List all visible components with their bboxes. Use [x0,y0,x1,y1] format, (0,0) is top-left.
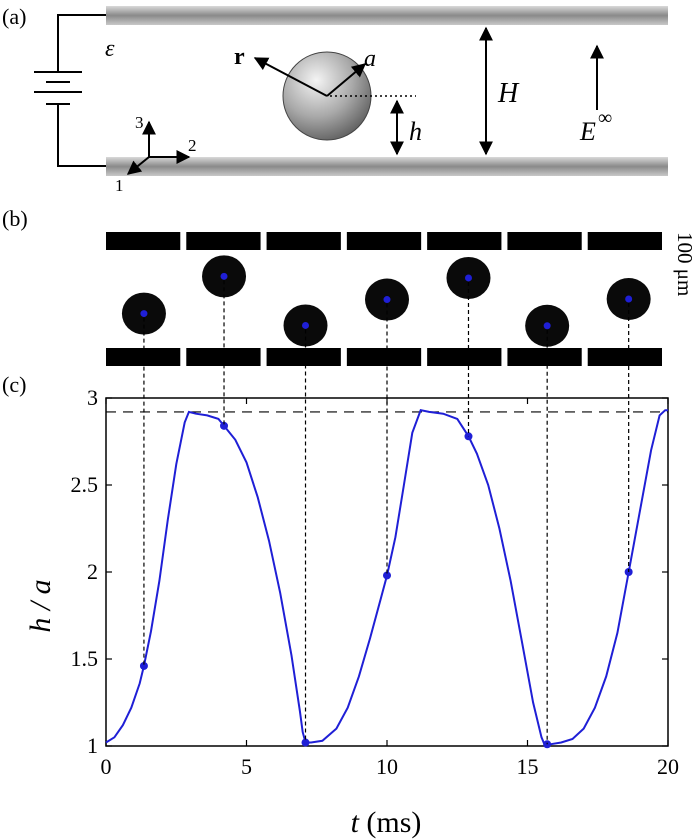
x-axis-label: t (ms) [351,806,422,839]
y-axis-label: h / a [24,579,57,632]
x-tick-label: 0 [101,754,112,779]
x-tick-label: 15 [517,754,539,779]
data-point-marker [220,421,229,430]
r-vector-arrow [253,57,328,97]
frame-bottom-wall [587,348,662,366]
E-superscript: ∞ [598,107,612,129]
y-tick-label: 2.5 [71,472,99,497]
frame-top-wall [346,232,422,250]
droplet-center-marker [625,295,633,303]
h-label: h [409,117,422,146]
coordinate-axes [126,120,191,175]
panel-c-label: (c) [2,372,26,397]
droplet-center-marker [543,322,551,330]
E-label: E [579,117,596,146]
axis-1-label: 1 [115,176,124,195]
frame-top-wall [106,232,181,250]
frame-bottom-wall [346,348,422,366]
frame-bottom-wall [106,348,181,366]
y-tick-label: 2 [87,559,98,584]
droplet-center-marker [302,321,310,329]
panel-b: (b) 100 μm [2,206,697,366]
x-axis-label-var: t [351,806,360,839]
r-label: r [234,44,245,70]
droplet-center-marker [464,274,472,282]
x-axis-label-unit: (ms) [359,806,422,839]
panel-c: (c) 0 5 10 15 20 1 1.5 2 2.5 3 h / a t (ms) [2,372,679,839]
axis-3-label: 3 [135,113,144,132]
data-point-marker [139,661,148,670]
y-tick-label: 1 [87,733,98,758]
x-tick-label: 20 [657,754,679,779]
bottom-electrode [106,157,668,176]
droplet-center-marker [383,296,391,304]
radius-arrow [326,63,367,97]
y-tick-label: 3 [87,385,98,410]
series-line [105,409,668,746]
droplet-center-marker [220,272,228,280]
frame-bottom-wall [507,348,582,366]
data-point-marker [383,571,391,580]
frame-top-wall [587,232,662,250]
x-tick-label: 5 [241,754,252,779]
scale-label: 100 μm [673,232,697,296]
micrograph-strip [106,232,662,366]
panel-a-label: (a) [2,4,26,29]
frame-bottom-wall [186,348,261,366]
frame-top-wall [266,232,341,250]
line-chart: 0 5 10 15 20 1 1.5 2 2.5 3 [71,385,680,779]
frame-top-wall [427,232,502,250]
panel-a: (a) ε r a h H E ∞ [2,4,668,195]
a-label: a [364,46,376,72]
frame-connectors [143,280,630,745]
frame-top-wall [186,232,261,250]
frame-top-wall [507,232,582,250]
axis-2-label: 2 [188,136,197,155]
epsilon-label: ε [105,36,115,62]
droplet-center-marker [140,310,148,318]
panel-b-label: (b) [2,206,28,231]
x-tick-label: 10 [376,754,398,779]
battery-circuit [34,14,106,167]
frame-bottom-wall [266,348,341,366]
frame-bottom-wall [427,348,502,366]
y-tick-label: 1.5 [71,646,99,671]
H-label: H [497,78,520,109]
top-electrode [106,6,668,25]
